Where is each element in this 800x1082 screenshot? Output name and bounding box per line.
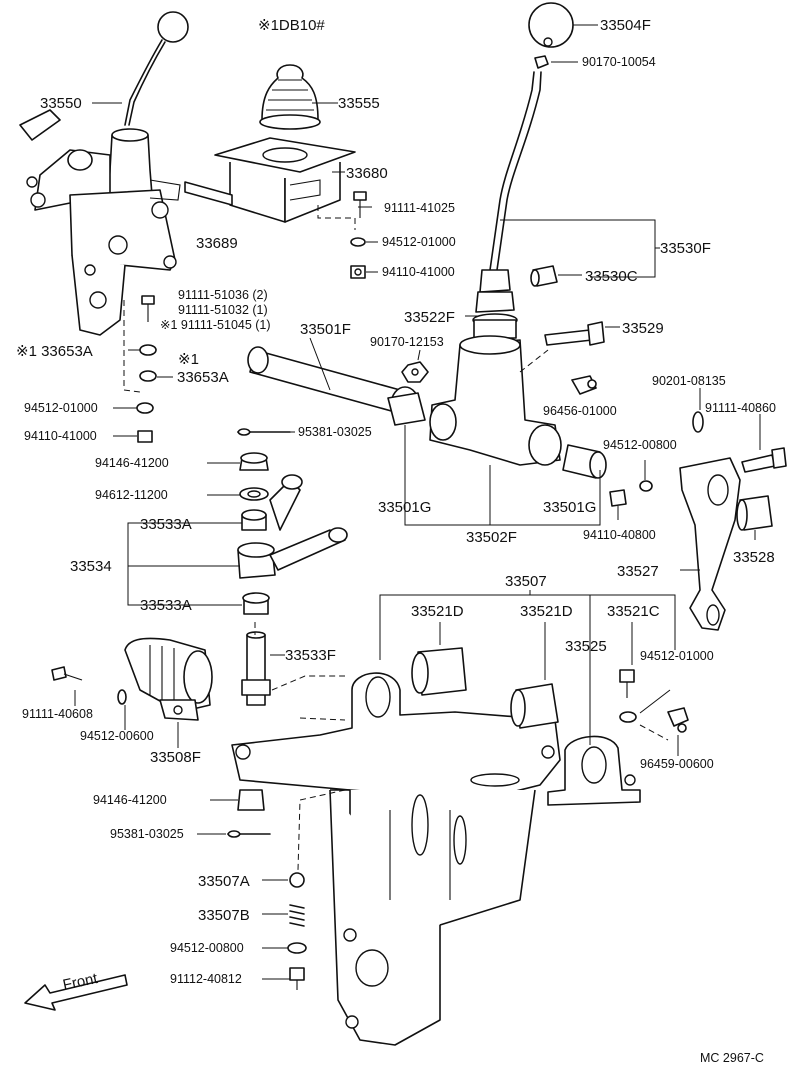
cover-33680 <box>184 137 356 223</box>
label-94110-40800: 94110-40800 <box>583 528 656 542</box>
label-33501G-1: 33501G <box>378 499 431 516</box>
leader-lines <box>74 24 761 980</box>
shift-housing-33502F <box>429 335 607 479</box>
label-94110-41000-a: 94110-41000 <box>382 265 455 279</box>
label-33507A: 33507A <box>198 873 250 890</box>
label-33533A-2: 33533A <box>140 597 192 614</box>
label-94512-00800-a: 94512-00800 <box>603 438 677 452</box>
mark-1: ※1 <box>178 351 199 368</box>
lower-small-parts <box>227 789 307 990</box>
nut-90170-12153 <box>401 361 429 383</box>
lever-33527 <box>679 457 741 631</box>
label-91111-51032: 91111-51032 (1) <box>178 303 268 317</box>
label-33555: 33555 <box>338 95 380 112</box>
label-95381-03025-a: 95381-03025 <box>298 425 372 439</box>
small-hardware-upper <box>350 191 367 279</box>
label-91111-40860: 91111-40860 <box>705 401 776 415</box>
shift-shaft-33501F <box>247 346 426 426</box>
label-94146-41200-a: 94146-41200 <box>95 456 169 470</box>
label-33528: 33528 <box>733 549 775 566</box>
small-hardware-left <box>136 295 157 443</box>
bracket-33507 <box>231 672 561 1046</box>
label-91111-51036: 91111-51036 (2) <box>178 288 268 302</box>
bushing-33521D-1 <box>411 647 467 696</box>
label-95381-03025-b: 95381-03025 <box>110 827 184 841</box>
bolt-91111-40860 <box>692 411 787 473</box>
label-96459-00600: 96459-00600 <box>640 757 714 771</box>
label-90170-12153: 90170-12153 <box>370 335 444 349</box>
label-94512-00800-b: 94512-00800 <box>170 941 244 955</box>
label-33533F: 33533F <box>285 647 336 664</box>
label-90201-08135: 90201-08135 <box>652 374 726 388</box>
label-33501G-2: 33501G <box>543 499 596 516</box>
shift-knob-33504F <box>528 2 574 69</box>
bushing-33521D-2 <box>510 683 559 729</box>
label-91111-51045: ※1 91111-51045 (1) <box>160 318 271 332</box>
label-33501F: 33501F <box>300 321 351 338</box>
label-90170-10054: 90170-10054 <box>582 55 656 69</box>
boot-33508F <box>124 637 213 721</box>
label-91112-40812: 91112-40812 <box>170 972 242 986</box>
label-94146-41200-b: 94146-41200 <box>93 793 167 807</box>
bolt-91111-40608 <box>51 666 127 705</box>
label-33521C: 33521C <box>607 603 660 620</box>
label-33521D-2: 33521D <box>520 603 573 620</box>
grease-fitting-96459 <box>667 707 689 733</box>
bushing-33530C <box>530 265 558 287</box>
label-33525: 33525 <box>565 638 607 655</box>
fitting-96456-01000 <box>571 375 597 395</box>
label-33653A-1: ※1 33653A <box>16 343 93 360</box>
label-33534: 33534 <box>70 558 112 575</box>
label-33504F: 33504F <box>600 17 651 34</box>
shaft-33533F <box>241 631 271 706</box>
boot-33555 <box>259 64 321 130</box>
footer-code: MC 2967-C <box>700 1051 764 1065</box>
header-note: ※1DB10# <box>258 17 325 34</box>
label-33550: 33550 <box>40 95 82 112</box>
label-33530F: 33530F <box>660 240 711 257</box>
label-94612-11200: 94612-11200 <box>95 488 168 502</box>
label-94512-01000-c: 94512-01000 <box>640 649 714 663</box>
bushing-33528 <box>736 495 773 531</box>
label-94512-00600: 94512-00600 <box>80 729 154 743</box>
washer-nut-right <box>609 480 653 507</box>
label-33530C: 33530C <box>585 268 638 285</box>
label-33522F: 33522F <box>404 309 455 326</box>
shift-lever-assembly-33550 <box>19 11 189 336</box>
label-94512-01000-b: 94512-01000 <box>24 401 98 415</box>
front-arrow-icon <box>24 974 128 1011</box>
label-33508F: 33508F <box>150 749 201 766</box>
label-33521D-1: 33521D <box>411 603 464 620</box>
label-94512-01000-a: 94512-01000 <box>382 235 456 249</box>
label-96456-01000: 96456-01000 <box>543 404 617 418</box>
label-33680: 33680 <box>346 165 388 182</box>
label-33507B: 33507B <box>198 907 250 924</box>
label-33653A-2: 33653A <box>177 369 229 386</box>
label-33529: 33529 <box>622 320 664 337</box>
label-91111-41025: 91111-41025 <box>384 201 455 215</box>
part-labels: ※1DB10# 33550 33555 33504F 90170-10054 3… <box>16 17 776 1065</box>
label-91111-40608: 91111-40608 <box>22 707 93 721</box>
lever-stack-33534 <box>237 452 348 615</box>
cotter-pin-upper <box>237 428 291 436</box>
label-94110-41000-b: 94110-41000 <box>24 429 97 443</box>
label-33689: 33689 <box>196 235 238 252</box>
label-33527: 33527 <box>617 563 659 580</box>
label-33502F: 33502F <box>466 529 517 546</box>
shift-lever-33530F <box>472 71 542 339</box>
label-33507: 33507 <box>505 573 547 590</box>
bolt-33529 <box>544 321 605 346</box>
bracket-33525 <box>547 735 641 806</box>
bolt-33521C <box>619 669 637 723</box>
label-33533A-1: 33533A <box>140 516 192 533</box>
